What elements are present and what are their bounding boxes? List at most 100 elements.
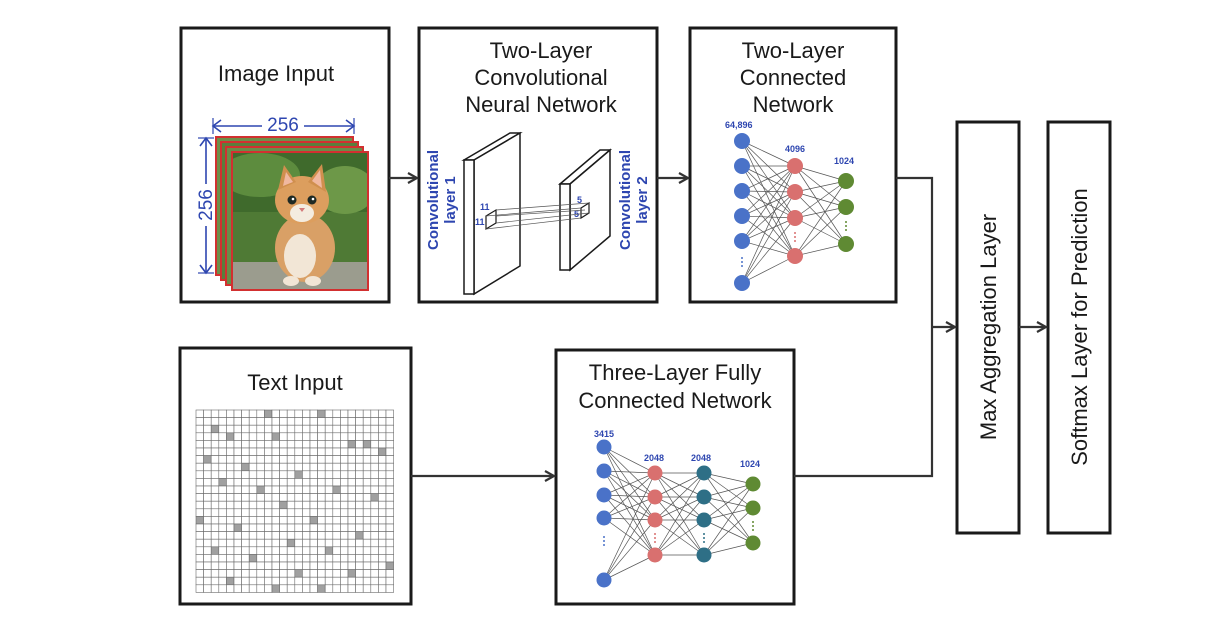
ellipsis-dot xyxy=(603,536,605,538)
matrix-cell xyxy=(286,447,296,456)
matrix-cell xyxy=(347,554,356,563)
matrix-cell xyxy=(271,538,280,548)
network-edge xyxy=(741,165,796,242)
matrix-cell xyxy=(218,538,227,548)
matrix-cell xyxy=(195,561,204,570)
matrix-cell xyxy=(332,508,341,517)
matrix-cell xyxy=(347,523,356,532)
matrix-cell xyxy=(317,455,326,464)
width-label: 256 xyxy=(267,115,299,136)
matrix-cell xyxy=(264,584,273,593)
neuron-node xyxy=(838,173,854,189)
image-input-box: Image Input 256 256 xyxy=(179,26,391,304)
ellipsis-dot xyxy=(752,529,754,531)
matrix-cell xyxy=(203,538,212,548)
matrix-cell xyxy=(324,561,334,570)
network-edge xyxy=(603,494,656,556)
matrix-cell xyxy=(370,576,379,586)
matrix-cell xyxy=(378,584,387,593)
matrix-cell xyxy=(271,584,280,593)
matrix-cell xyxy=(271,508,280,517)
matrix-cell xyxy=(355,576,364,586)
matrix-cell xyxy=(248,440,258,449)
neuron-node xyxy=(734,183,750,199)
matrix-cell xyxy=(233,584,242,593)
network-edge xyxy=(703,483,754,521)
neuron-node xyxy=(596,439,612,455)
matrix-cell xyxy=(309,455,318,464)
matrix-cell xyxy=(317,554,326,563)
matrix-cell xyxy=(279,554,288,563)
matrix-cell xyxy=(210,523,220,532)
network-edge xyxy=(654,472,705,521)
text-input-box: Text Input xyxy=(178,346,413,606)
matrix-cell xyxy=(317,576,326,586)
matrix-cell xyxy=(279,500,288,510)
matrix-cell xyxy=(264,478,273,487)
matrix-cell xyxy=(340,447,349,456)
matrix-cell xyxy=(294,500,303,510)
matrix-cell xyxy=(218,516,227,525)
matrix-cell xyxy=(294,531,303,540)
matrix-cell xyxy=(256,447,265,456)
fully-connected-graph xyxy=(596,439,761,588)
matrix-cell xyxy=(294,409,303,418)
matrix-cell xyxy=(226,523,235,532)
matrix-cell xyxy=(362,417,372,426)
matrix-cell xyxy=(279,516,288,525)
neuron-node xyxy=(647,465,663,481)
matrix-cell xyxy=(286,462,296,472)
matrix-cell xyxy=(195,523,204,532)
matrix-cell xyxy=(286,576,296,586)
matrix-cell xyxy=(256,508,265,517)
matrix-cell xyxy=(378,508,387,517)
matrix-cell xyxy=(317,500,326,510)
matrix-cell xyxy=(324,584,334,593)
matrix-cell xyxy=(332,424,341,434)
matrix-cell xyxy=(362,500,372,510)
matrix-cell xyxy=(210,462,220,472)
matrix-cell xyxy=(264,561,273,570)
matrix-cell xyxy=(241,584,250,593)
cnn-title-line3: Neural Network xyxy=(465,92,618,117)
matrix-cell xyxy=(378,516,387,525)
matrix-cell xyxy=(294,576,303,586)
matrix-cell xyxy=(248,576,258,586)
matrix-cell xyxy=(256,478,265,487)
matrix-cell xyxy=(218,569,227,578)
matrix-cell xyxy=(309,516,318,525)
matrix-cell xyxy=(332,455,341,464)
matrix-cell xyxy=(203,523,212,532)
ellipsis-dot xyxy=(703,533,705,535)
matrix-cell xyxy=(302,417,311,426)
matrix-cell xyxy=(340,440,349,449)
matrix-cell xyxy=(302,493,311,502)
network-edge xyxy=(741,215,796,257)
matrix-cell xyxy=(294,538,303,548)
matrix-cell xyxy=(264,500,273,510)
matrix-cell xyxy=(195,569,204,578)
matrix-cell xyxy=(332,516,341,525)
matrix-cell xyxy=(271,546,280,555)
matrix-cell xyxy=(324,417,334,426)
matrix-cell xyxy=(362,493,372,502)
matrix-cell xyxy=(195,424,204,434)
matrix-cell xyxy=(309,417,318,426)
matrix-cell xyxy=(226,409,235,418)
matrix-cell xyxy=(226,432,235,441)
matrix-cell xyxy=(385,447,394,456)
matrix-cell xyxy=(210,584,220,593)
matrix-cell xyxy=(347,432,356,441)
connected-layer3-size: 1024 xyxy=(834,156,854,166)
matrix-cell xyxy=(378,462,387,472)
matrix-cell xyxy=(286,584,296,593)
matrix-cell xyxy=(294,462,303,472)
matrix-cell xyxy=(210,531,220,540)
matrix-cell xyxy=(385,538,394,548)
matrix-cell xyxy=(210,546,220,555)
flow-arrows xyxy=(389,178,1046,476)
matrix-cell xyxy=(309,546,318,555)
matrix-cell xyxy=(294,417,303,426)
connected-layer2-size: 4096 xyxy=(785,144,805,154)
matrix-cell xyxy=(340,531,349,540)
